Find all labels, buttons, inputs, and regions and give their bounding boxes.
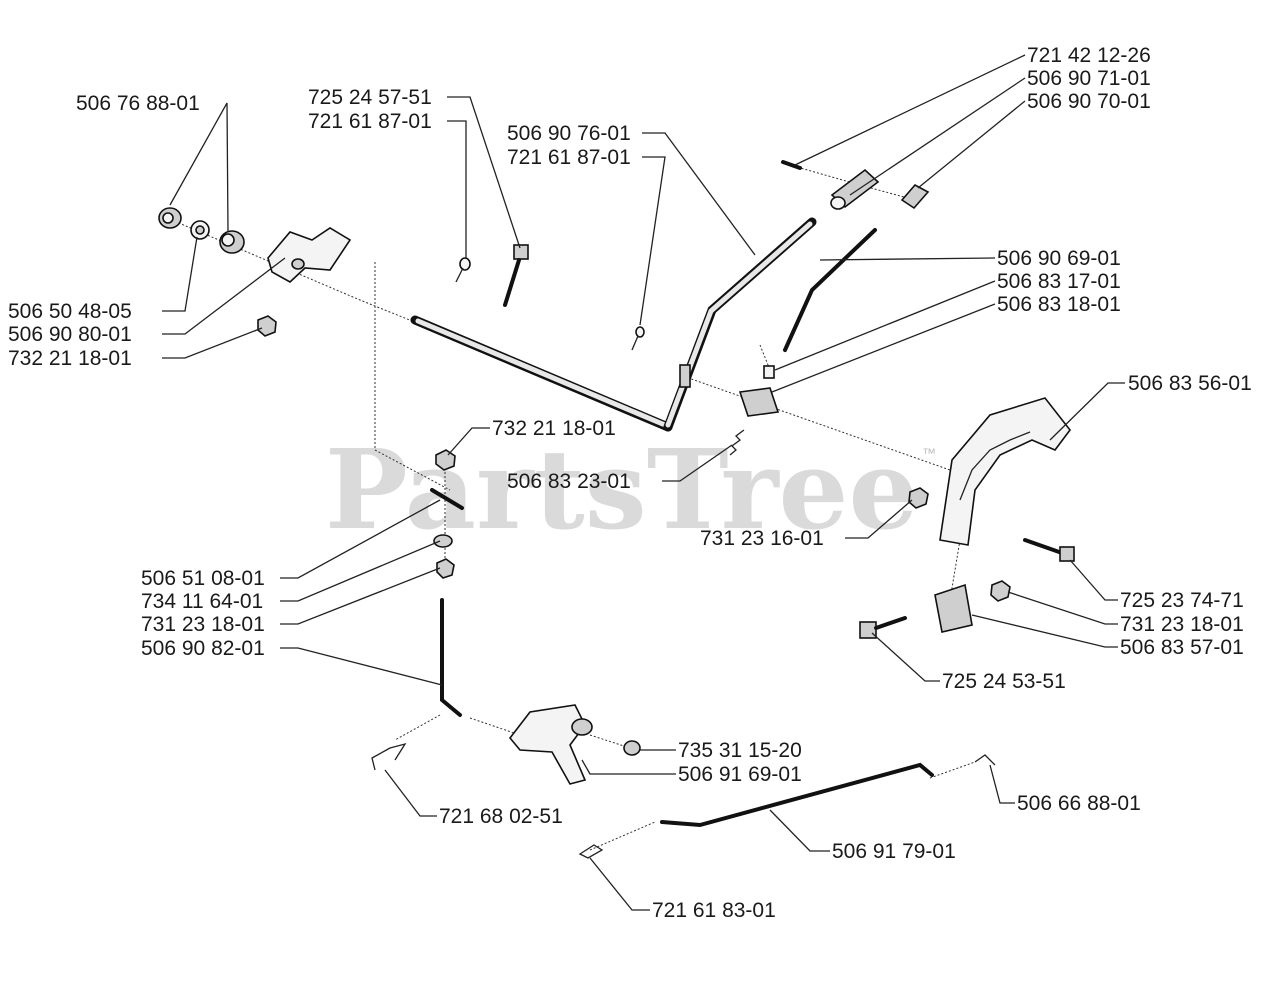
knob-506-9070 [900,183,930,210]
label-731-23-18-01-a: 731 23 18-01 [141,613,265,636]
shift-lever-shaft [410,217,817,432]
label-506-50-48-05: 506 50 48-05 [8,300,132,323]
label-506-91-69-01: 506 91 69-01 [678,763,802,786]
rod-506-9082 [440,598,462,717]
label-732-21-18-01-a: 732 21 18-01 [8,347,132,370]
control-rod-506-9069 [783,228,877,352]
label-506-90-76-01: 506 90 76-01 [507,122,631,145]
clip-506-6688 [974,754,996,766]
spring-506-8323 [729,429,745,456]
label-734-11-64-01: 734 11 64-01 [141,590,263,613]
bolt-725-2457 [503,244,529,307]
bolt-725-2374 [1023,538,1075,562]
bushing-2 [219,230,245,254]
label-721-61-83-01: 721 61 83-01 [652,899,776,922]
part-labels: 721 42 12-26 506 90 71-01 506 90 70-01 5… [8,44,1252,922]
pin-506-5108 [430,488,464,510]
nut-732-2118-a [257,315,277,337]
label-506-83-57-01: 506 83 57-01 [1120,636,1244,659]
rod-506-9179 [660,762,934,828]
nut-731-2318-b [990,580,1011,602]
clip-721-6802 [371,742,407,771]
label-725-24-53-51: 725 24 53-51 [942,670,1066,693]
label-721-68-02-51: 721 68 02-51 [439,805,563,828]
small-spring-506-8317 [763,365,775,379]
nut-732-2118-b [435,449,456,471]
label-506-66-88-01: 506 66 88-01 [1017,792,1141,815]
label-506-90-69-01: 506 90 69-01 [997,247,1121,270]
label-506-83-56-01: 506 83 56-01 [1128,372,1252,395]
watermark: PartsTree [325,425,919,554]
clamp-block-506-8357 [934,583,973,633]
label-506-83-23-01: 506 83 23-01 [507,470,631,493]
cotter-pin-2 [631,326,645,351]
label-732-21-18-01-b: 732 21 18-01 [492,417,616,440]
label-506-91-79-01: 506 91 79-01 [832,840,956,863]
label-506-90-70-01: 506 90 70-01 [1027,90,1151,113]
label-506-51-08-01: 506 51 08-01 [141,567,265,590]
label-721-42-12-26: 721 42 12-26 [1027,44,1151,67]
nut-731-2316 [908,487,929,509]
leader-lines [162,54,1125,911]
bolt-725-2453 [859,616,907,639]
bracket-506-9169 [508,704,593,785]
label-506-90-80-01: 506 90 80-01 [8,323,132,346]
label-725-23-74-71: 725 23 74-71 [1120,589,1244,612]
bushing-1 [158,207,182,229]
label-721-61-87-01-a: 721 61 87-01 [308,110,432,133]
slide-block-506-8318 [738,387,780,417]
label-506-83-18-01: 506 83 18-01 [997,293,1121,316]
label-735-31-15-20: 735 31 15-20 [678,739,802,762]
washer-735-3115 [623,740,641,756]
nut-731-2318-a [436,558,455,579]
label-506-83-17-01: 506 83 17-01 [997,270,1121,293]
cotter-pin-1 [455,257,471,283]
label-731-23-18-01-b: 731 23 18-01 [1120,613,1244,636]
cotter-pin-721-6183 [578,844,604,859]
label-721-61-87-01-b: 721 61 87-01 [507,146,631,169]
handle-grip [830,168,880,210]
label-506-90-71-01: 506 90 71-01 [1027,67,1151,90]
pivot-bracket [267,227,352,283]
label-506-90-82-01: 506 90 82-01 [141,637,265,660]
label-731-23-16-01: 731 23 16-01 [700,527,824,550]
gear-sector [939,397,1072,546]
washer-1 [190,220,210,240]
label-506-76-88-01: 506 76 88-01 [76,92,200,115]
label-725-24-57-51: 725 24 57-51 [308,86,432,109]
washer-734-1164 [433,534,453,548]
roll-pin [781,160,802,170]
watermark-trademark: ™ [922,445,936,461]
